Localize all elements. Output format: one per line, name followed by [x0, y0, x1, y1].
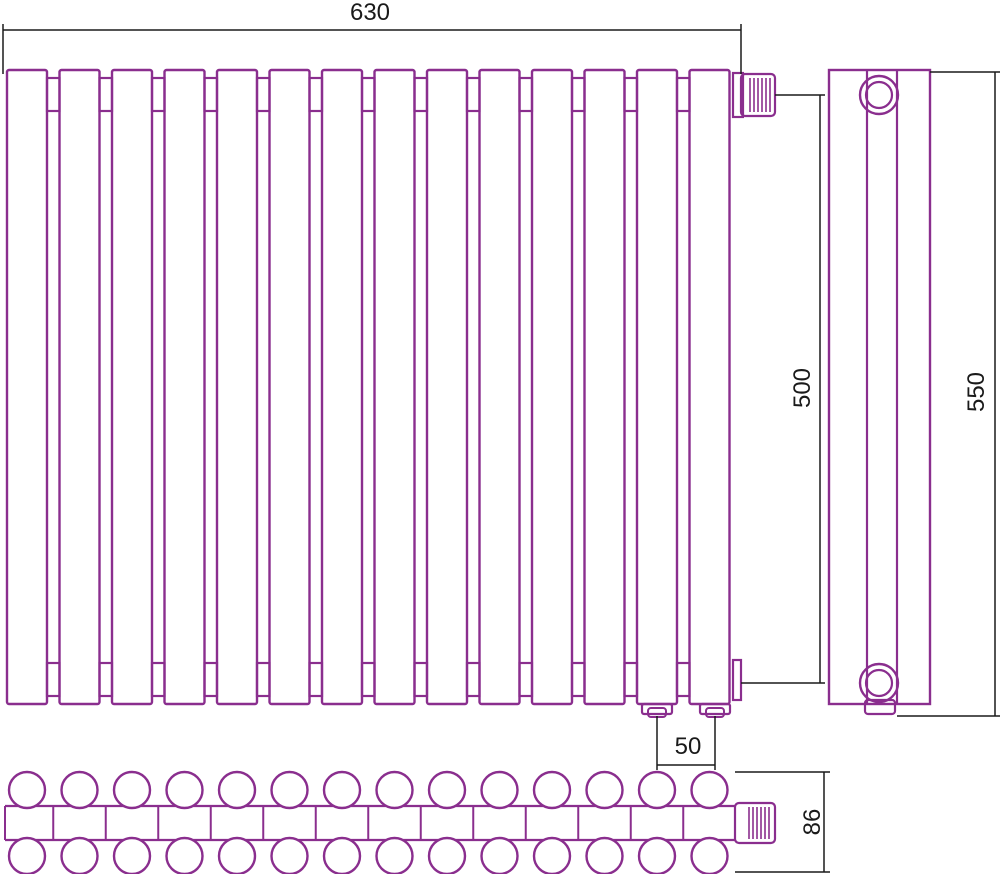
bottom-collector-link: [203, 661, 219, 698]
dimension-lines: [2, 24, 1000, 873]
top-view-tube-row2-1: [7, 836, 47, 874]
top-collector-link: [150, 76, 166, 113]
side-connector-outer-1: [858, 74, 900, 116]
bottom-collector-link: [360, 661, 376, 698]
top-collector-link: [570, 76, 586, 113]
top-view-tube-row2-3: [112, 836, 152, 874]
top-collector-end: [731, 71, 745, 119]
top-collector-link: [623, 76, 639, 113]
radiator-section-12: [583, 68, 626, 706]
top-collector-link: [518, 76, 534, 113]
side-body-outline: [827, 68, 932, 706]
bottom-connection-thread-2: [705, 707, 725, 718]
top-view-tube-row1-6: [270, 770, 309, 810]
dim-connection-spacing-label: 50: [675, 733, 702, 760]
radiator-section-9: [425, 68, 469, 706]
bottom-collector-link: [255, 661, 271, 698]
radiator-section-2: [58, 68, 101, 706]
top-view-tube-row1-2: [60, 770, 99, 810]
top-view-tube-row2-8: [375, 836, 414, 874]
top-view-tube-row2-2: [60, 836, 99, 874]
radiator-section-8: [373, 68, 416, 706]
top-view-tube-row1-3: [112, 770, 152, 810]
dim-center-distance-label: 500: [789, 368, 816, 408]
bottom-collector-link: [570, 661, 586, 698]
radiator-section-7: [320, 68, 364, 706]
top-view-tube-row2-12: [585, 836, 624, 874]
top-view-tube-row2-14: [690, 836, 729, 874]
top-collector-link: [203, 76, 219, 113]
top-collector-link: [98, 76, 114, 113]
radiator-section-1: [5, 68, 49, 706]
bottom-collector-link: [413, 661, 429, 698]
top-view-tube-row2-11: [532, 836, 572, 874]
radiator-section-14: [688, 68, 731, 706]
side-connector-inner-1: [864, 80, 894, 110]
bottom-connection-nipple-1: [640, 702, 674, 716]
radiator-section-11: [530, 68, 574, 706]
top-collector-link: [413, 76, 429, 113]
top-view-tube-row1-14: [690, 770, 729, 810]
top-view-tube-row1-8: [375, 770, 414, 810]
top-view-tube-row2-6: [270, 836, 309, 874]
top-view-tube-row1-10: [480, 770, 519, 810]
top-view-plug: [733, 801, 777, 845]
radiator-section-13: [635, 68, 679, 706]
radiator-section-6: [268, 68, 311, 706]
bottom-collector-link: [45, 661, 61, 698]
top-collector-link: [45, 76, 61, 113]
top-view-tube-row1-4: [165, 770, 204, 810]
top-view-tube-row1-12: [585, 770, 624, 810]
top-view: [4, 770, 777, 874]
top-view-tube-row2-9: [427, 836, 467, 874]
front-view: [5, 68, 777, 718]
bottom-collector-link: [98, 661, 114, 698]
top-view-tube-row1-13: [637, 770, 677, 810]
top-view-tube-row1-7: [322, 770, 362, 810]
top-collector-link: [465, 76, 481, 113]
bottom-collector-link: [623, 661, 639, 698]
bottom-connection-thread-1: [647, 707, 667, 718]
side-connector-outer-2: [858, 662, 900, 704]
bottom-collector-link: [675, 661, 691, 698]
top-view-tube-row2-13: [637, 836, 677, 874]
bottom-collector-end: [731, 658, 743, 702]
top-view-tube-row2-7: [322, 836, 362, 874]
bottom-collector-link: [308, 661, 324, 698]
side-bottom-fitting: [863, 698, 897, 716]
top-collector-link: [360, 76, 376, 113]
radiator-section-10: [478, 68, 521, 706]
bottom-collector-link: [465, 661, 481, 698]
side-view: [827, 68, 932, 716]
top-collector-link: [255, 76, 271, 113]
top-view-tube-row1-1: [7, 770, 47, 810]
side-connector-inner-2: [864, 668, 894, 698]
top-collector-link: [308, 76, 324, 113]
top-collector-link: [675, 76, 691, 113]
top-view-tube-row1-5: [217, 770, 257, 810]
radiator-section-3: [110, 68, 154, 706]
radiator-section-4: [163, 68, 206, 706]
top-view-tube-row1-9: [427, 770, 467, 810]
bottom-collector-link: [518, 661, 534, 698]
top-view-tube-row2-10: [480, 836, 519, 874]
bottom-connection-nipple-2: [698, 702, 732, 716]
radiator-section-5: [215, 68, 259, 706]
dim-overall-height-label: 550: [963, 372, 990, 412]
dim-depth-label: 86: [799, 809, 826, 836]
dim-overall-width-label: 630: [350, 0, 390, 26]
top-view-tube-row1-11: [532, 770, 572, 810]
top-view-tube-row2-4: [165, 836, 204, 874]
top-view-tube-row2-5: [217, 836, 257, 874]
bottom-collector-link: [150, 661, 166, 698]
